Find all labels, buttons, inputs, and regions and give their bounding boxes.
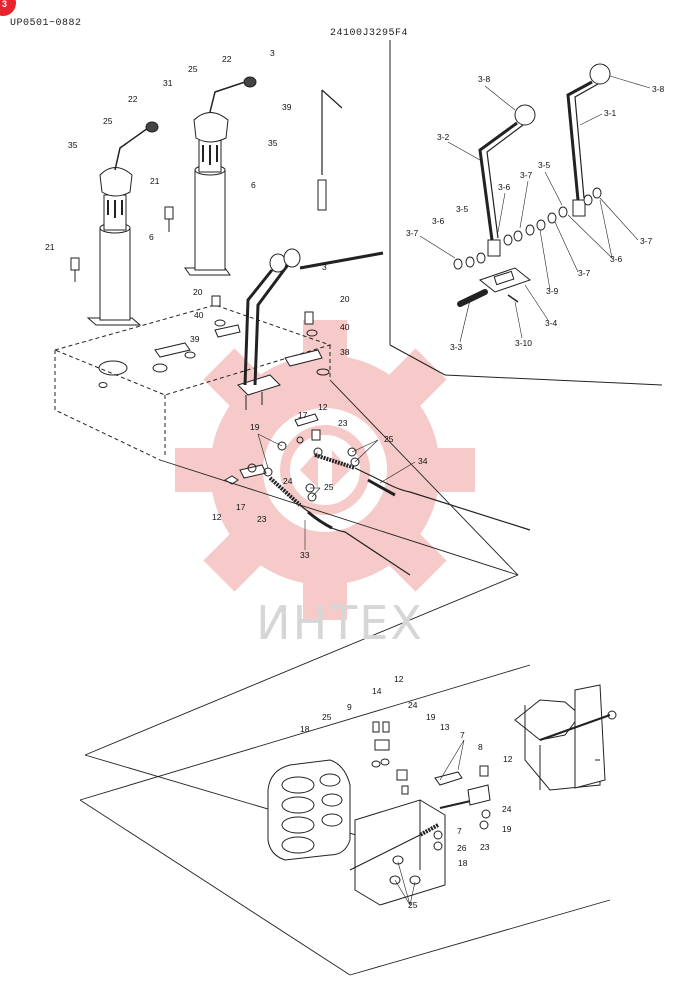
callout: 3-5: [456, 204, 469, 214]
lever-brackets: [154, 295, 330, 376]
callout: 39: [190, 334, 200, 344]
callout: 6: [149, 232, 154, 242]
callout: 18: [458, 858, 468, 868]
callout: 12: [394, 674, 404, 684]
callout: 35: [268, 138, 278, 148]
center-joystick-assembly: [184, 76, 257, 276]
callout: 3-10: [515, 338, 532, 348]
callout: 24: [408, 700, 418, 710]
callout: 3-6: [498, 182, 511, 192]
callout: 35: [68, 140, 78, 150]
callout: 3: [322, 262, 327, 272]
callout: 19: [426, 712, 436, 722]
watermark-gear: [175, 320, 475, 620]
drawing-number-label: 24100J3295F4: [330, 28, 409, 39]
callout: 25: [408, 900, 418, 910]
callout: 3-9: [546, 286, 559, 296]
callout: 38: [340, 347, 350, 357]
callout: 40: [194, 310, 204, 320]
callout: 8: [478, 742, 483, 752]
callout-leaders: [257, 75, 651, 906]
callout: 12: [503, 754, 513, 764]
callout: 40: [340, 322, 350, 332]
callout: 23: [480, 842, 490, 852]
callout: 24: [502, 804, 512, 814]
watermark-text: ИНТЕХ: [256, 596, 424, 650]
inset-lever-exploded-view: [453, 63, 611, 307]
callout: 6: [251, 180, 256, 190]
console-housing: [53, 304, 332, 461]
callout: 13: [440, 722, 450, 732]
callout: 3-6: [610, 254, 623, 264]
callout: 3-7: [640, 236, 653, 246]
callout: 18: [300, 724, 310, 734]
callout: 12: [212, 512, 222, 522]
callout: 3-7: [406, 228, 419, 238]
callout: 17: [298, 410, 308, 420]
callout: 19: [250, 422, 260, 432]
callout: 22: [222, 54, 232, 64]
callout: 25: [103, 116, 113, 126]
callout: 3-3: [450, 342, 463, 352]
callout: 33: [300, 550, 310, 560]
callout: 3-7: [520, 170, 533, 180]
callout: 39: [282, 102, 292, 112]
callout: 12: [318, 402, 328, 412]
callout: 31: [163, 78, 173, 88]
page-badge-label: 3: [2, 0, 8, 9]
callout: 20: [340, 294, 350, 304]
callout: 19: [502, 824, 512, 834]
callout: 3-5: [538, 160, 551, 170]
control-cables: [223, 413, 531, 576]
shift-lever-assembly: [237, 89, 384, 410]
callout: 22: [128, 94, 138, 104]
callout: 24: [283, 476, 293, 486]
leader-lines: [79, 379, 611, 976]
callout: 3-8: [478, 74, 491, 84]
left-joystick-assembly: [70, 121, 174, 326]
callout: 3-8: [652, 84, 665, 94]
callout: 3-6: [432, 216, 445, 226]
callout: 7: [460, 730, 465, 740]
callout: 21: [150, 176, 160, 186]
page-badge: 3: [0, 0, 16, 16]
inset-frame: [389, 40, 663, 386]
callout: 26: [457, 843, 467, 853]
callout: 3-1: [604, 108, 617, 118]
callout: 25: [324, 482, 334, 492]
callout: 9: [347, 702, 352, 712]
control-valve-assembly: [267, 684, 617, 906]
callout: 21: [45, 242, 55, 252]
callout: 23: [338, 418, 348, 428]
callout: 17: [236, 502, 246, 512]
callout: 3-7: [578, 268, 591, 278]
callout: 3-2: [437, 132, 450, 142]
callout: 3-4: [545, 318, 558, 328]
callout: 25: [188, 64, 198, 74]
callout: 14: [372, 686, 382, 696]
callout: 25: [384, 434, 394, 444]
callout: 3: [270, 48, 275, 58]
serial-range-label: UP0501~0882: [10, 18, 82, 29]
callout: 20: [193, 287, 203, 297]
callout: 25: [322, 712, 332, 722]
callout-labels: 3 3 22 22 25 25 31 35 35 39 39 21 21 6 6…: [45, 48, 665, 910]
callout: 23: [257, 514, 267, 524]
callout: 34: [418, 456, 428, 466]
callout: 7: [457, 826, 462, 836]
